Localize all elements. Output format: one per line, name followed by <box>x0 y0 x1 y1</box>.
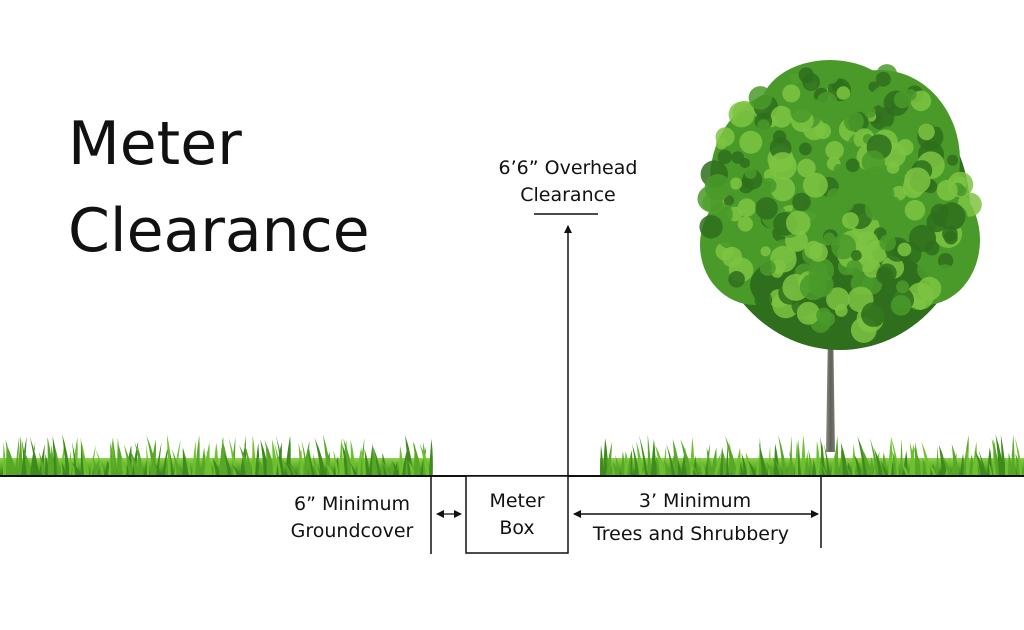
overhead-clearance-label-line-2: Clearance <box>488 182 648 208</box>
diagram-title-line-2: Clearance <box>68 201 370 261</box>
tree-illustration <box>698 60 982 452</box>
groundcover-label-line-1: 6” Minimum <box>282 491 422 517</box>
tree-foliage <box>698 60 982 350</box>
grass-right <box>600 434 1024 476</box>
meter-box-label-line-2: Box <box>466 515 568 541</box>
groundcover-label-line-2: Groundcover <box>282 518 422 544</box>
overhead-clearance-label-line-1: 6’6” Overhead <box>488 155 648 181</box>
trees-label-line-2: Trees and Shrubbery <box>580 521 802 547</box>
grass-left <box>0 434 433 476</box>
diagram-title-line-1: Meter <box>68 114 242 174</box>
meter-box-label-line-1: Meter <box>466 488 568 514</box>
trees-label-line-1: 3’ Minimum <box>600 488 790 514</box>
